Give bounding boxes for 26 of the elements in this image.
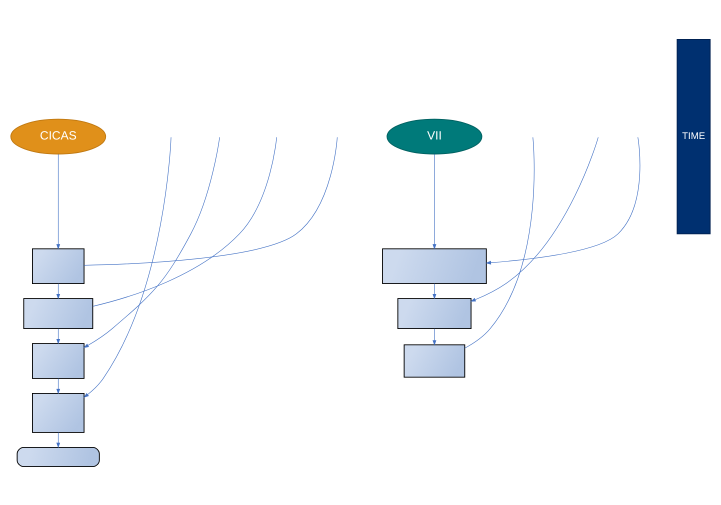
node-ellipse: CICAS	[10, 118, 106, 154]
connector	[84, 136, 338, 266]
node-box	[397, 298, 472, 329]
arrow	[56, 282, 60, 299]
node-ellipse: VII	[386, 118, 482, 154]
arrow	[83, 136, 172, 398]
arrow	[56, 378, 60, 394]
arrow	[56, 432, 60, 448]
arrow	[486, 136, 640, 264]
arrow	[56, 153, 60, 250]
node-box	[32, 248, 84, 284]
arrow	[470, 136, 599, 302]
arrow	[432, 153, 436, 250]
arrow	[432, 282, 436, 299]
node-box	[404, 344, 466, 378]
connector	[92, 136, 277, 306]
connector	[464, 136, 534, 348]
arrow	[432, 328, 436, 346]
node-box: TIME	[676, 38, 711, 234]
arrow	[56, 328, 60, 344]
node-box	[32, 392, 84, 432]
arrow	[83, 136, 220, 348]
node-box	[382, 248, 487, 284]
node-box	[32, 342, 84, 378]
node-box	[23, 298, 94, 329]
node-box	[16, 446, 100, 467]
